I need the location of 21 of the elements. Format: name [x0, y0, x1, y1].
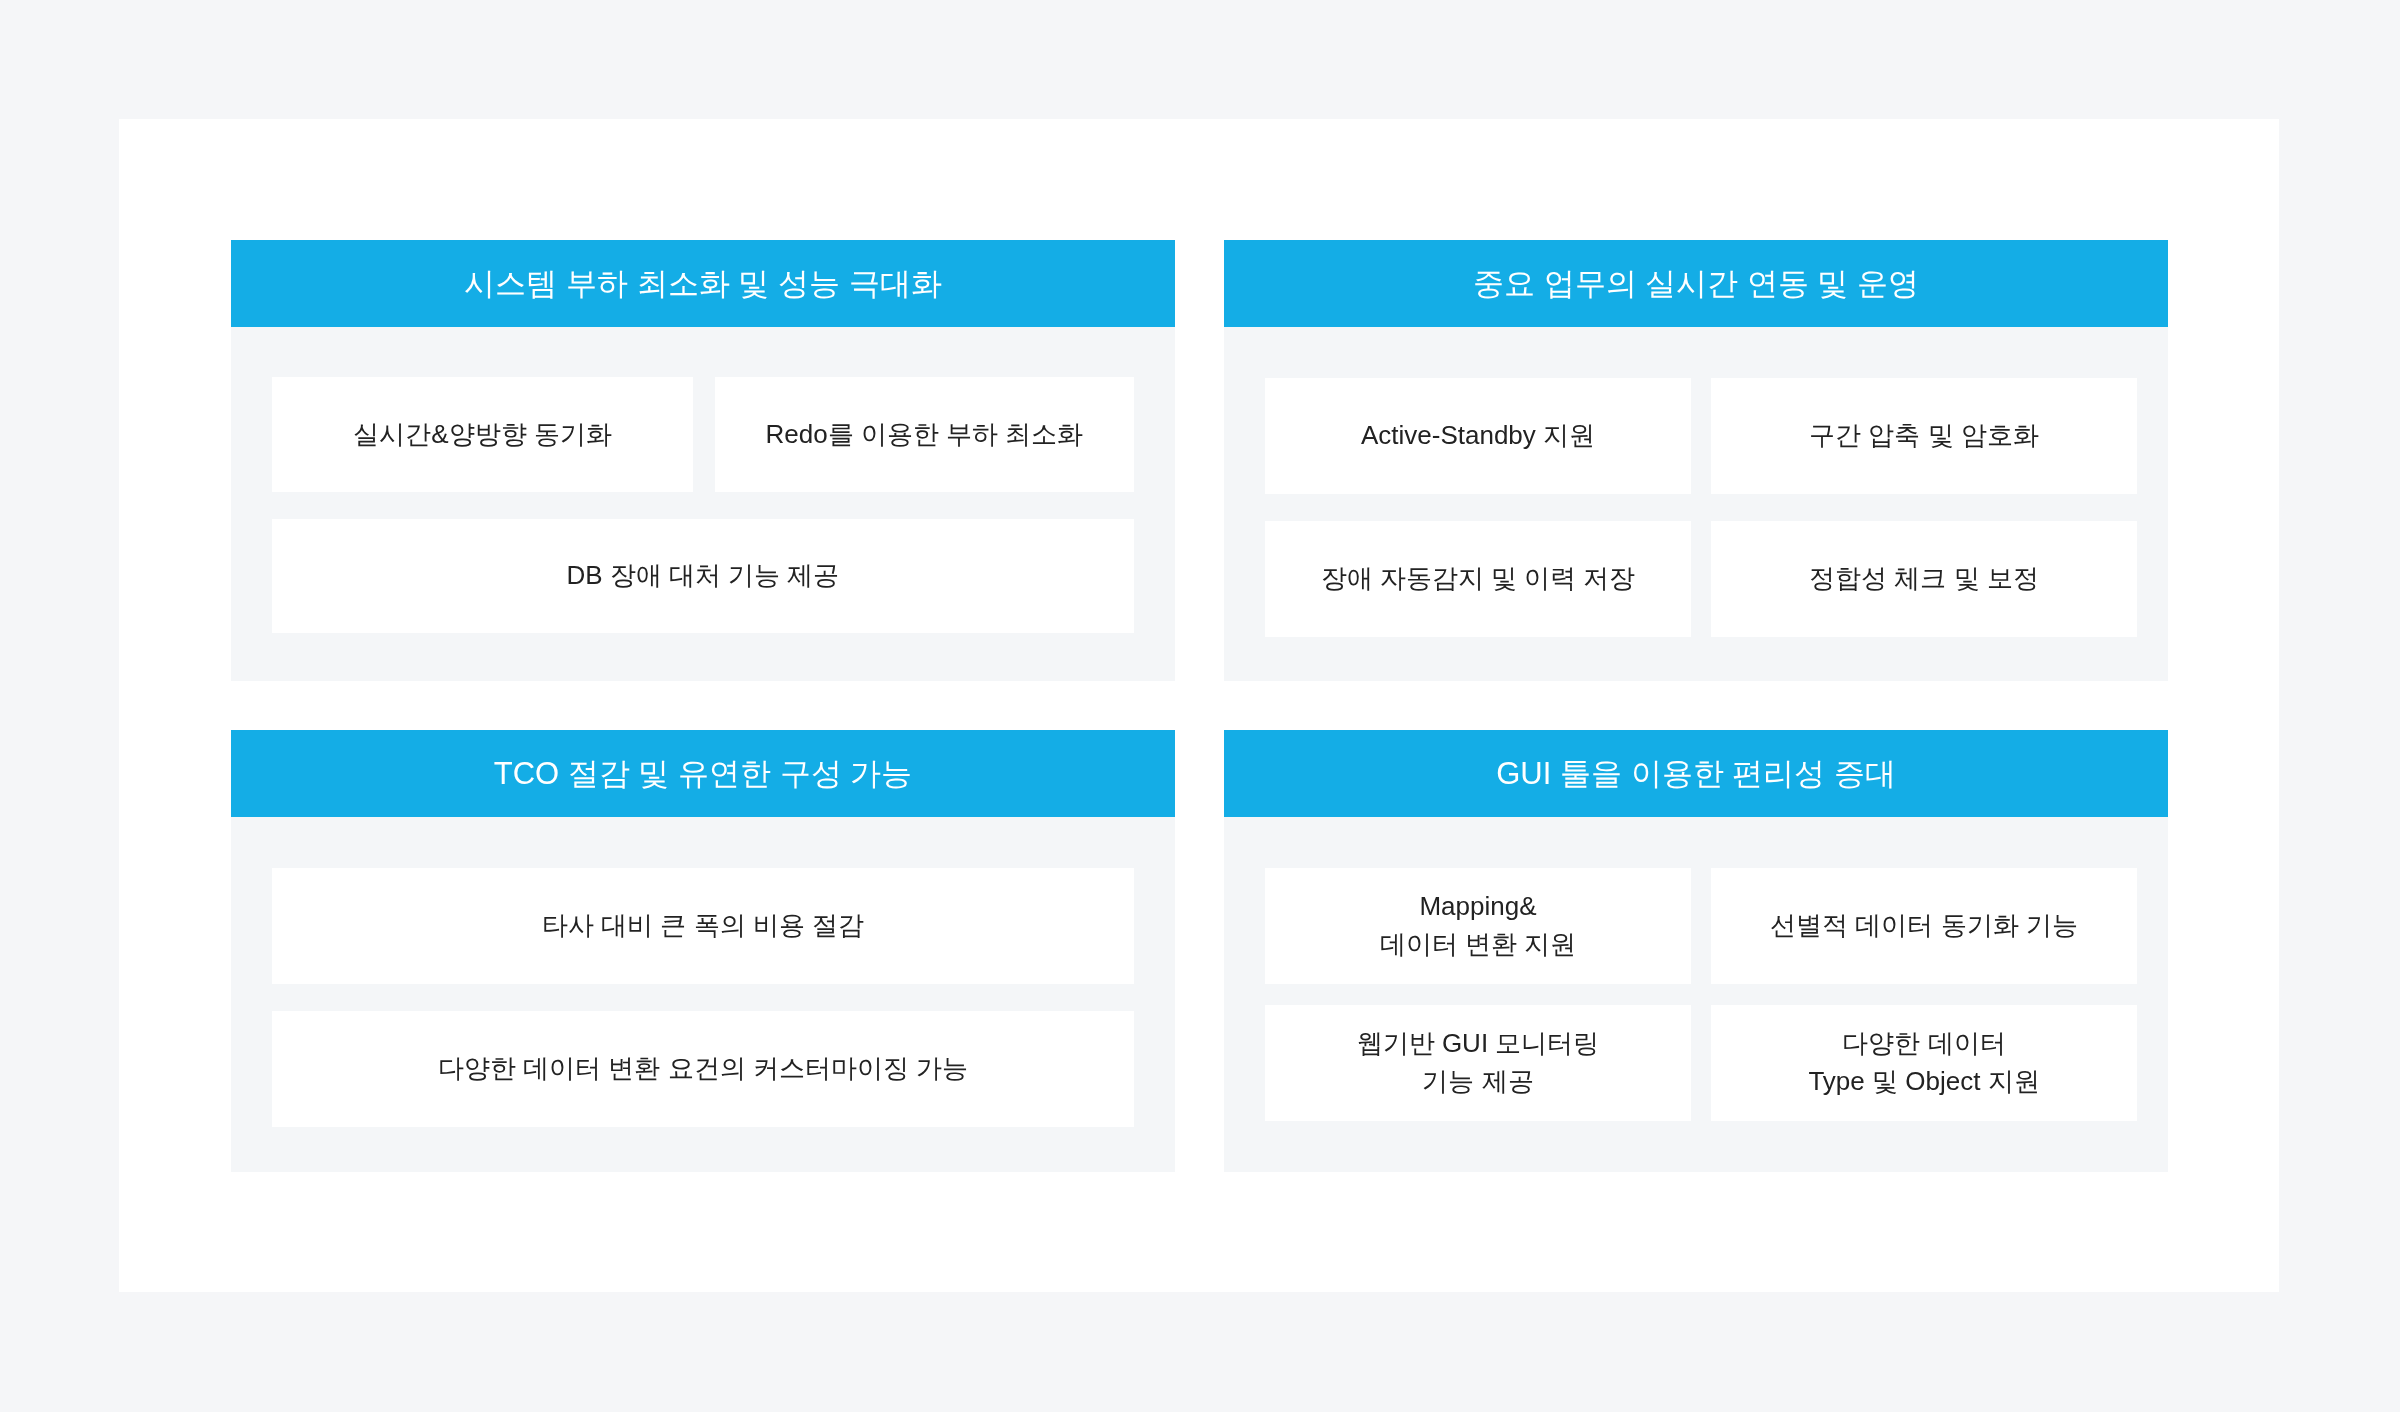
feature-card: 장애 자동감지 및 이력 저장 [1265, 521, 1691, 637]
feature-card: DB 장애 대처 기능 제공 [272, 519, 1134, 633]
panel-header-bar: TCO 절감 및 유연한 구성 가능 [231, 730, 1175, 817]
feature-card: 웹기반 GUI 모니터링 기능 제공 [1265, 1005, 1691, 1121]
feature-card: 실시간&양방향 동기화 [272, 377, 693, 492]
feature-card: Active-Standby 지원 [1265, 378, 1691, 494]
feature-card: 선별적 데이터 동기화 기능 [1711, 868, 2137, 984]
feature-card: 타사 대비 큰 폭의 비용 절감 [272, 868, 1134, 984]
panel-header-bar: 시스템 부하 최소화 및 성능 극대화 [231, 240, 1175, 327]
panel-header-bar: 중요 업무의 실시간 연동 및 운영 [1224, 240, 2168, 327]
feature-panel [1224, 730, 2168, 1172]
feature-card: Mapping& 데이터 변환 지원 [1265, 868, 1691, 984]
feature-panel [231, 240, 1175, 681]
feature-panel [1224, 240, 2168, 681]
panel-header-bar: GUI 툴을 이용한 편리성 증대 [1224, 730, 2168, 817]
feature-card: 구간 압축 및 암호화 [1711, 378, 2137, 494]
feature-card: 다양한 데이터 변환 요건의 커스터마이징 가능 [272, 1011, 1134, 1127]
feature-card: Redo를 이용한 부하 최소화 [715, 377, 1134, 492]
feature-card: 정합성 체크 및 보정 [1711, 521, 2137, 637]
feature-card: 다양한 데이터 Type 및 Object 지원 [1711, 1005, 2137, 1121]
feature-panel [231, 730, 1175, 1172]
